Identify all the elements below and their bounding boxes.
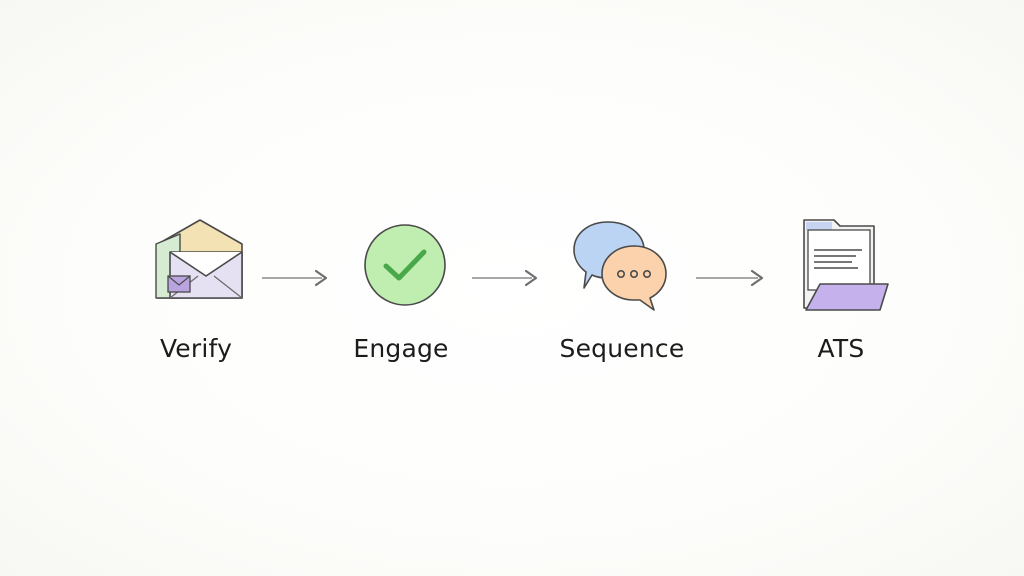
- arrow-right-icon: [696, 269, 764, 287]
- step-label-verify: Verify: [159, 334, 233, 363]
- folder-document-icon: [803, 219, 889, 311]
- arrow-right-icon: [262, 269, 328, 287]
- envelope-icon: [155, 219, 243, 299]
- step-label-sequence: Sequence: [559, 334, 685, 363]
- chat-bubbles-icon: [573, 221, 667, 311]
- arrow-right-icon: [472, 269, 538, 287]
- step-label-engage: Engage: [353, 334, 449, 363]
- step-label-ats: ATS: [817, 334, 865, 363]
- checkmark-circle-icon: [364, 224, 446, 306]
